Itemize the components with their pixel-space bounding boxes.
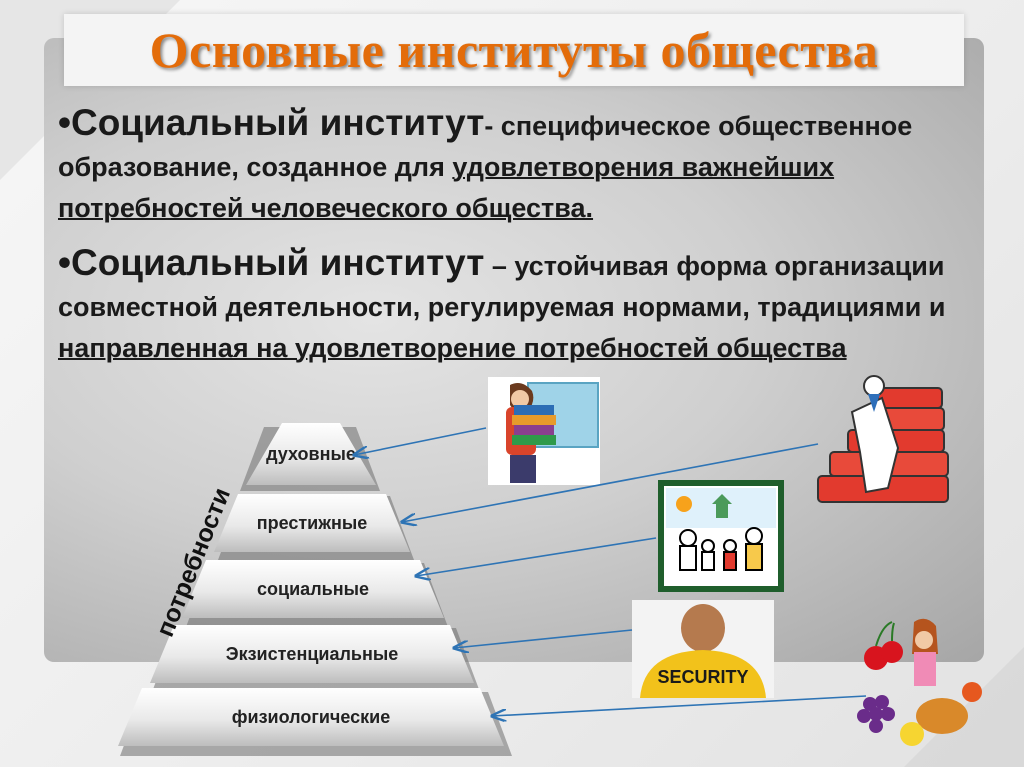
title-box: Основные институты общества — [64, 14, 964, 86]
security-guard-icon: SECURITY — [632, 600, 774, 698]
pyramid-level-physiological: физиологические — [118, 688, 504, 746]
pyramid-level-existential: Экзистенциальные — [150, 625, 474, 683]
student-with-books-icon — [488, 377, 600, 485]
bullet: • — [58, 242, 71, 283]
content-panel — [44, 38, 984, 662]
professor-on-books-icon — [808, 372, 956, 510]
arrow-security-to-existential — [454, 629, 633, 648]
pyramid-level-prestige: престижные — [214, 494, 410, 552]
pyramid-level-social: социальные — [182, 560, 444, 618]
definition-2: •Социальный институт – устойчивая форма … — [58, 242, 968, 369]
definition-text: - специфическое общественное образование… — [58, 111, 913, 182]
family-picture-icon — [658, 480, 784, 592]
security-label: SECURITY — [657, 667, 748, 687]
food-and-fruit-icon — [852, 612, 992, 750]
arrow-student-to-spiritual — [354, 427, 487, 455]
arrow-professor-to-prestige — [402, 443, 819, 522]
bullet: • — [58, 102, 71, 143]
definition-term: Социальный институт — [70, 102, 485, 143]
definition-1: •Социальный институт- специфическое обще… — [58, 102, 968, 229]
slide-title: Основные институты общества — [149, 22, 879, 78]
arrow-family-to-social — [416, 537, 657, 576]
definition-text: – устойчивая форма организации совместно… — [58, 251, 946, 322]
definition-term: Социальный институт — [70, 242, 485, 283]
arrow-food-to-physiological — [492, 695, 867, 716]
definition-underlined-text: направленная на удовлетворение потребнос… — [58, 333, 847, 363]
definition-underlined-text: удовлетворения важнейших потребностей че… — [58, 152, 835, 223]
